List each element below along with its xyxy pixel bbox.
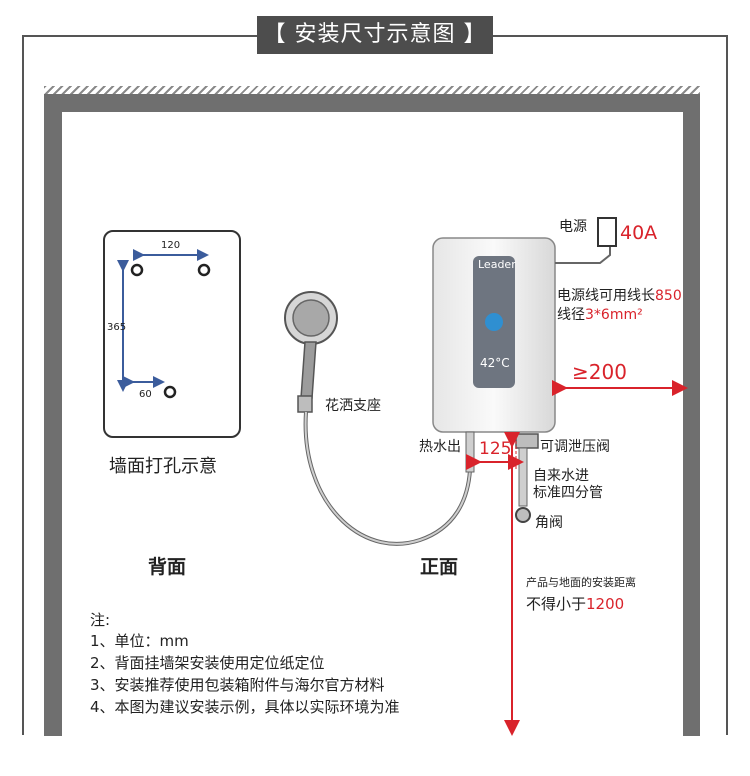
shower-holder — [297, 395, 313, 413]
notes-heading: 注: — [90, 611, 111, 629]
hot-water-out-label: 热水出 — [419, 439, 461, 455]
pipe-distance-label: 125 — [479, 439, 512, 459]
water-in-label-1: 自来水进 — [533, 468, 589, 484]
front-view-label: 正面 — [420, 556, 459, 578]
amp-label: 40A — [620, 222, 657, 244]
angle-valve-label: 角阀 — [535, 515, 563, 531]
shower-holder-label: 花洒支座 — [325, 398, 381, 414]
cable-diameter-label: 线径3*6mm² — [557, 304, 643, 324]
side-clearance-label: ≥200 — [572, 360, 627, 384]
dim-label-offset: 60 — [139, 389, 152, 400]
dim-label-height: 365 — [107, 322, 127, 333]
note-item-1: 1、单位：mm — [90, 632, 189, 650]
note-item-4: 4、本图为建议安装示例，具体以实际环境为准 — [90, 698, 400, 716]
back-view-label: 背面 — [148, 556, 187, 578]
mount-hole-top-right — [197, 263, 211, 277]
ground-distance-label-2: 不得小于1200 — [526, 593, 624, 614]
cable-diameter-value: 3*6mm² — [585, 307, 643, 323]
angle-valve — [515, 507, 531, 523]
note-item-3: 3、安装推荐使用包装箱附件与海尔官方材料 — [90, 676, 385, 694]
heater-brand: Leader — [478, 258, 516, 271]
cable-length-label: 电源线可用线长850 — [557, 285, 682, 305]
shower-head-face — [292, 299, 330, 337]
power-cable — [555, 246, 611, 264]
shower-handle — [300, 341, 317, 399]
note-item-2: 2、背面挂墙架安装使用定位纸定位 — [90, 654, 325, 672]
pressure-valve — [515, 433, 539, 449]
cable-length-value: 850 — [655, 288, 682, 304]
ground-distance-label-1: 产品与地面的安装距离 — [526, 576, 636, 589]
mount-hole-top-left — [130, 263, 144, 277]
title-rule-left — [22, 35, 257, 37]
power-label: 电源 — [559, 219, 587, 235]
hole-diagram-caption: 墙面打孔示意 — [109, 456, 217, 477]
ground-distance-prefix: 不得小于 — [526, 595, 587, 613]
page-title: 【 安装尺寸示意图 】 — [257, 16, 493, 54]
power-plug — [597, 217, 617, 247]
cable-length-prefix: 电源线可用线长 — [557, 288, 655, 304]
mount-hole-bottom — [163, 385, 177, 399]
dim-label-width: 120 — [161, 240, 181, 251]
wall-hatch — [44, 86, 700, 94]
heater-logo-drop — [485, 313, 503, 331]
water-in-label-2: 标准四分管 — [533, 485, 603, 501]
hot-water-pipe — [465, 431, 475, 473]
inlet-pipe — [518, 447, 528, 507]
cable-diameter-prefix: 线径 — [557, 307, 585, 323]
heater-display: 42°C — [480, 356, 510, 370]
amp-value: 40A — [620, 222, 658, 244]
frame-right-edge — [726, 35, 728, 735]
pressure-valve-label: 可调泄压阀 — [540, 439, 610, 455]
ground-distance-value: 1200 — [586, 595, 625, 613]
frame-left-edge — [22, 35, 24, 735]
hole-template-drawing — [117, 249, 211, 399]
title-rule-right — [493, 35, 728, 37]
